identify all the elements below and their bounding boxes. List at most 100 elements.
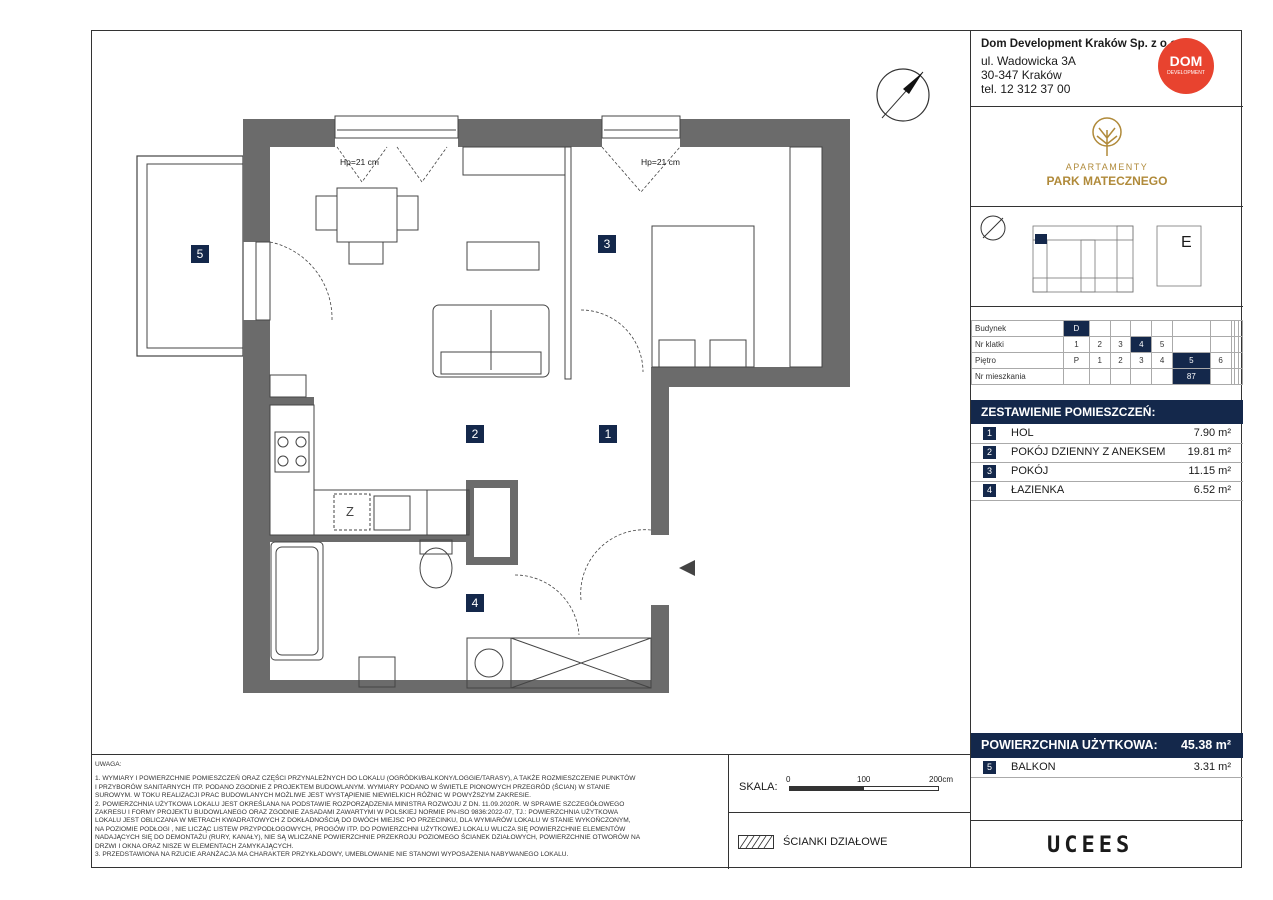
windows: [255, 115, 681, 321]
scale-box: SKALA: 0 100 200cm: [728, 755, 970, 813]
company-block: Dom Development Kraków Sp. z o.o. ul. Wa…: [971, 30, 1243, 107]
scale-tick-0: 0: [786, 775, 791, 784]
window-height-label-1: Hp=21 cm: [340, 157, 379, 167]
selector-cell: [1238, 352, 1243, 369]
selector-cell: [1130, 320, 1153, 337]
floor-plan: Hp=21 cm Hp=21 cm 5 2 3 1 4 Z: [91, 30, 970, 754]
notes-line: NADAJĄCYCH SIĘ DO DEMONTAŻU (RURY, KANAŁ…: [95, 834, 641, 842]
ucees-logo-block: UCEES: [971, 820, 1243, 869]
room-row-balcony: 5 BALKON 3.31 m²: [971, 758, 1243, 778]
room-label-balcony: 5: [191, 245, 209, 263]
selector-row-label: Nr klatki: [971, 336, 1064, 353]
selector-cell: [1088, 368, 1111, 385]
hatch-pattern-icon: [738, 835, 774, 849]
selector-row-label: Piętro: [971, 352, 1064, 369]
keyplan-building-letter: E: [1181, 234, 1192, 251]
selector-cell: [1171, 320, 1211, 337]
selector-cell: D: [1063, 320, 1090, 337]
company-city: 30-347 Kraków: [981, 68, 1062, 82]
walls: [243, 119, 850, 693]
selector-cell: [1209, 368, 1232, 385]
selector-cell: 2: [1109, 352, 1132, 369]
total-area-bar: POWIERZCHNIA UŻYTKOWA: 45.38 m²: [971, 733, 1243, 758]
selector-cell: [1063, 368, 1090, 385]
company-phone: tel. 12 312 37 00: [981, 82, 1071, 96]
selector-cell: [1109, 320, 1132, 337]
selector-cell: [1151, 368, 1173, 385]
total-area-label: POWIERZCHNIA UŻYTKOWA:: [981, 738, 1158, 752]
dom-logo-sub: DEVELOPMENT: [1167, 70, 1205, 76]
notes-line: 2. POWIERZCHNIA UŻYTKOWA LOKALU JEST OKR…: [95, 800, 625, 808]
selector-cell: 1: [1063, 336, 1090, 353]
room-label-bathroom: 4: [466, 594, 484, 612]
entrance-arrow-icon: [679, 560, 695, 576]
room-label-bedroom: 3: [598, 235, 616, 253]
drawing-sheet: [91, 30, 1242, 868]
dining-table: [315, 187, 540, 271]
footer: UWAGA: 1. WYMIARY I POWIERZCHNIE POMIESZ…: [91, 754, 970, 869]
dom-logo-text: DOM: [1169, 53, 1203, 69]
selector-cell: 5: [1171, 352, 1211, 369]
window-height-label-2: Hp=21 cm: [641, 157, 680, 167]
selector-cell: 4: [1151, 352, 1173, 369]
legend-partition-walls: ŚCIANKI DZIAŁOWE: [783, 836, 888, 848]
scale-tick-100: 100: [857, 775, 871, 784]
room-row-bathroom: 4 ŁAZIENKA 6.52 m²: [971, 481, 1243, 501]
notes-line: DRZWI I OKNA ORAZ NISZE W ELEMENTACH ZAM…: [95, 842, 294, 850]
company-name: Dom Development Kraków Sp. z o.o.: [981, 38, 1181, 50]
selector-cell: [1238, 368, 1243, 385]
fridge-label: Z: [346, 504, 354, 519]
selector-cell: [1238, 336, 1243, 353]
tree-logo-icon: [1092, 117, 1122, 156]
notes-line: LOKALU JEST OBLICZANA W METRACH KWADRATO…: [95, 817, 631, 825]
room-row-hol: 1 HOL 7.90 m²: [971, 424, 1243, 444]
selector-cell: [1209, 320, 1232, 337]
selector-cell: [1109, 368, 1132, 385]
legend-box: ŚCIANKI DZIAŁOWE: [728, 813, 970, 869]
bed: [462, 146, 823, 380]
floor-plan-svg: [136, 68, 930, 693]
notes-line: I PRZYBORÓW SANITARNYCH ITP. PODANO ZGOD…: [95, 783, 610, 791]
selector-cell: 5: [1151, 336, 1173, 353]
compass-icon: [876, 68, 930, 122]
notes-line: NA POZIOMIE PODŁOGI , NIE LICZĄC LISTEW …: [95, 825, 626, 833]
notes-line: ZAKRESU I FORMY PROJEKTU BUDOWLANEGO ORA…: [95, 809, 619, 817]
balcony-outline: [136, 155, 244, 357]
selector-cell: [1088, 320, 1111, 337]
room-row-living: 2 POKÓJ DZIENNY Z ANEKSEM 19.81 m²: [971, 443, 1243, 463]
total-area-value: 45.38 m²: [1180, 738, 1231, 752]
scale-bar: [789, 786, 939, 791]
info-panel: Dom Development Kraków Sp. z o.o. ul. Wa…: [970, 30, 1243, 869]
selector-cell: 1: [1088, 352, 1111, 369]
scale-tick-200: 200cm: [929, 775, 954, 784]
notes-line: 3. PRZEDSTAWIONA NA RZUCIE ARANŻACJA MA …: [95, 851, 569, 859]
brand-line1: APARTAMENTY: [1065, 162, 1149, 172]
selector-cell: 6: [1209, 352, 1232, 369]
brand-block: APARTAMENTY PARK MATECZNEGO: [971, 106, 1243, 207]
selector-cell: 2: [1088, 336, 1111, 353]
selector-row-label: Nr mieszkania: [971, 368, 1064, 385]
kitchen-counter: [269, 374, 470, 536]
rooms-heading: ZESTAWIENIE POMIESZCZEŃ:: [971, 400, 1243, 424]
sofa: [432, 304, 550, 378]
room-label-hall: 1: [599, 425, 617, 443]
selector-cell: 3: [1130, 352, 1153, 369]
selector-cell: [1171, 336, 1211, 353]
selector-cell: [1238, 320, 1243, 337]
dom-logo-icon: DOM DEVELOPMENT: [1158, 38, 1214, 94]
selector-cell: 3: [1109, 336, 1132, 353]
ucees-logo: UCEES: [1047, 833, 1134, 858]
notes-line: 1. WYMIARY I POWIERZCHNIE POMIESZCZEŃ OR…: [95, 775, 636, 783]
selector-cell: 4: [1130, 336, 1153, 353]
room-label-living: 2: [466, 425, 484, 443]
notes-block: UWAGA: 1. WYMIARY I POWIERZCHNIE POMIESZ…: [95, 761, 720, 859]
notes-line: SUROWYM. W TOKU REALIZACJI PRAC BUDOWLAN…: [95, 792, 531, 800]
scale-label: SKALA:: [739, 781, 778, 793]
keyplan-svg: [980, 215, 1202, 293]
doors: [269, 146, 681, 636]
